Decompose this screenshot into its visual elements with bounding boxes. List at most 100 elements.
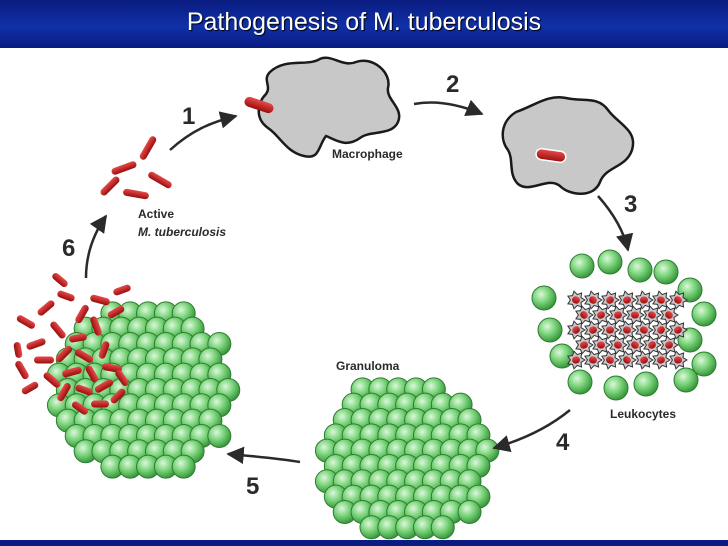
cell <box>171 454 196 479</box>
arrow-4 <box>492 409 571 453</box>
cell <box>603 375 629 401</box>
bacterium <box>75 384 93 396</box>
cell <box>531 285 557 311</box>
bacterium <box>57 382 71 402</box>
bacterium <box>580 341 588 349</box>
bacterium <box>657 296 665 304</box>
bacterium <box>90 294 110 306</box>
bacterium <box>110 388 126 404</box>
cell <box>457 499 482 524</box>
bacterium <box>640 326 648 334</box>
bacterium <box>37 300 55 316</box>
infected-granuloma <box>13 272 241 479</box>
bacterium <box>572 296 580 304</box>
arrow-5 <box>226 446 301 465</box>
cell <box>597 249 623 275</box>
cell <box>430 515 455 540</box>
bacterium <box>606 296 614 304</box>
bacterium <box>665 311 673 319</box>
bacterium <box>674 326 682 334</box>
granuloma-cluster <box>314 377 500 540</box>
arrow-2 <box>413 99 484 117</box>
bacterium <box>674 356 682 364</box>
bacterium <box>589 356 597 364</box>
step-number-5: 5 <box>246 473 259 500</box>
bacterium <box>15 360 29 380</box>
step-number-2: 2 <box>446 71 459 98</box>
bacterium <box>90 316 102 336</box>
cell <box>691 301 717 327</box>
arrow-1 <box>169 111 238 151</box>
granuloma-label: Granuloma <box>336 359 400 373</box>
bacterium <box>148 171 172 189</box>
infected-macrophage-cell <box>501 95 635 195</box>
bacterium <box>16 315 36 329</box>
bacterium <box>100 176 120 196</box>
step-number-6: 6 <box>62 235 75 262</box>
cell <box>633 371 659 397</box>
cell <box>691 351 717 377</box>
bacterium <box>623 296 631 304</box>
bacterium <box>98 341 110 359</box>
bacterium <box>43 372 61 388</box>
active-label-line1: Active <box>138 207 174 221</box>
cell <box>677 277 703 303</box>
bacterium <box>614 311 622 319</box>
bacterium <box>94 379 114 393</box>
bacterium <box>572 326 580 334</box>
bacterium <box>57 290 75 302</box>
bacterium <box>123 188 149 200</box>
bacterium <box>62 366 82 378</box>
active-bacteria <box>100 136 172 200</box>
bottom-bar <box>0 540 728 546</box>
leukocyte-cluster <box>531 249 717 401</box>
bacterium <box>111 161 137 175</box>
bacterium <box>614 341 622 349</box>
cell <box>627 257 653 283</box>
bacterium <box>21 381 39 395</box>
leukocytes-label: Leukocytes <box>610 407 676 421</box>
bacterium <box>107 305 125 319</box>
bacterium <box>640 356 648 364</box>
macrophage-cell <box>257 56 401 158</box>
bacterium <box>623 326 631 334</box>
bacterium <box>657 356 665 364</box>
bacterium <box>69 333 87 343</box>
bacterium <box>26 338 46 350</box>
bacterium <box>648 311 656 319</box>
bacterium <box>631 341 639 349</box>
cell <box>653 259 679 285</box>
bacterium <box>102 363 122 373</box>
bacterium <box>50 321 66 339</box>
bacterium <box>648 341 656 349</box>
bacterium <box>674 296 682 304</box>
cell <box>207 423 232 448</box>
bacterium <box>52 272 68 288</box>
bacterium <box>640 296 648 304</box>
cell <box>569 253 595 279</box>
bacterium <box>85 365 99 383</box>
bacterium <box>589 296 597 304</box>
bacterium <box>75 304 89 324</box>
bacterium <box>115 369 129 387</box>
slide-title: Pathogenesis of M. tuberculosis <box>186 8 542 36</box>
bacterium <box>606 356 614 364</box>
active-label-line2: M. tuberculosis <box>138 225 226 239</box>
bacterium <box>91 400 109 408</box>
bacterium <box>589 326 597 334</box>
title-bar <box>0 0 728 48</box>
bacterium <box>34 356 54 364</box>
bacterium <box>606 326 614 334</box>
cell <box>537 317 563 343</box>
cell <box>673 367 699 393</box>
bacterium <box>113 284 131 296</box>
bacterium-inside <box>535 147 567 164</box>
bacterium <box>657 326 665 334</box>
bacterium <box>74 349 94 363</box>
arrow-3 <box>597 195 634 252</box>
arrow-6 <box>84 214 108 279</box>
bacterium <box>139 136 157 160</box>
bacterium <box>597 341 605 349</box>
bacterium <box>623 356 631 364</box>
step-number-1: 1 <box>182 103 195 130</box>
